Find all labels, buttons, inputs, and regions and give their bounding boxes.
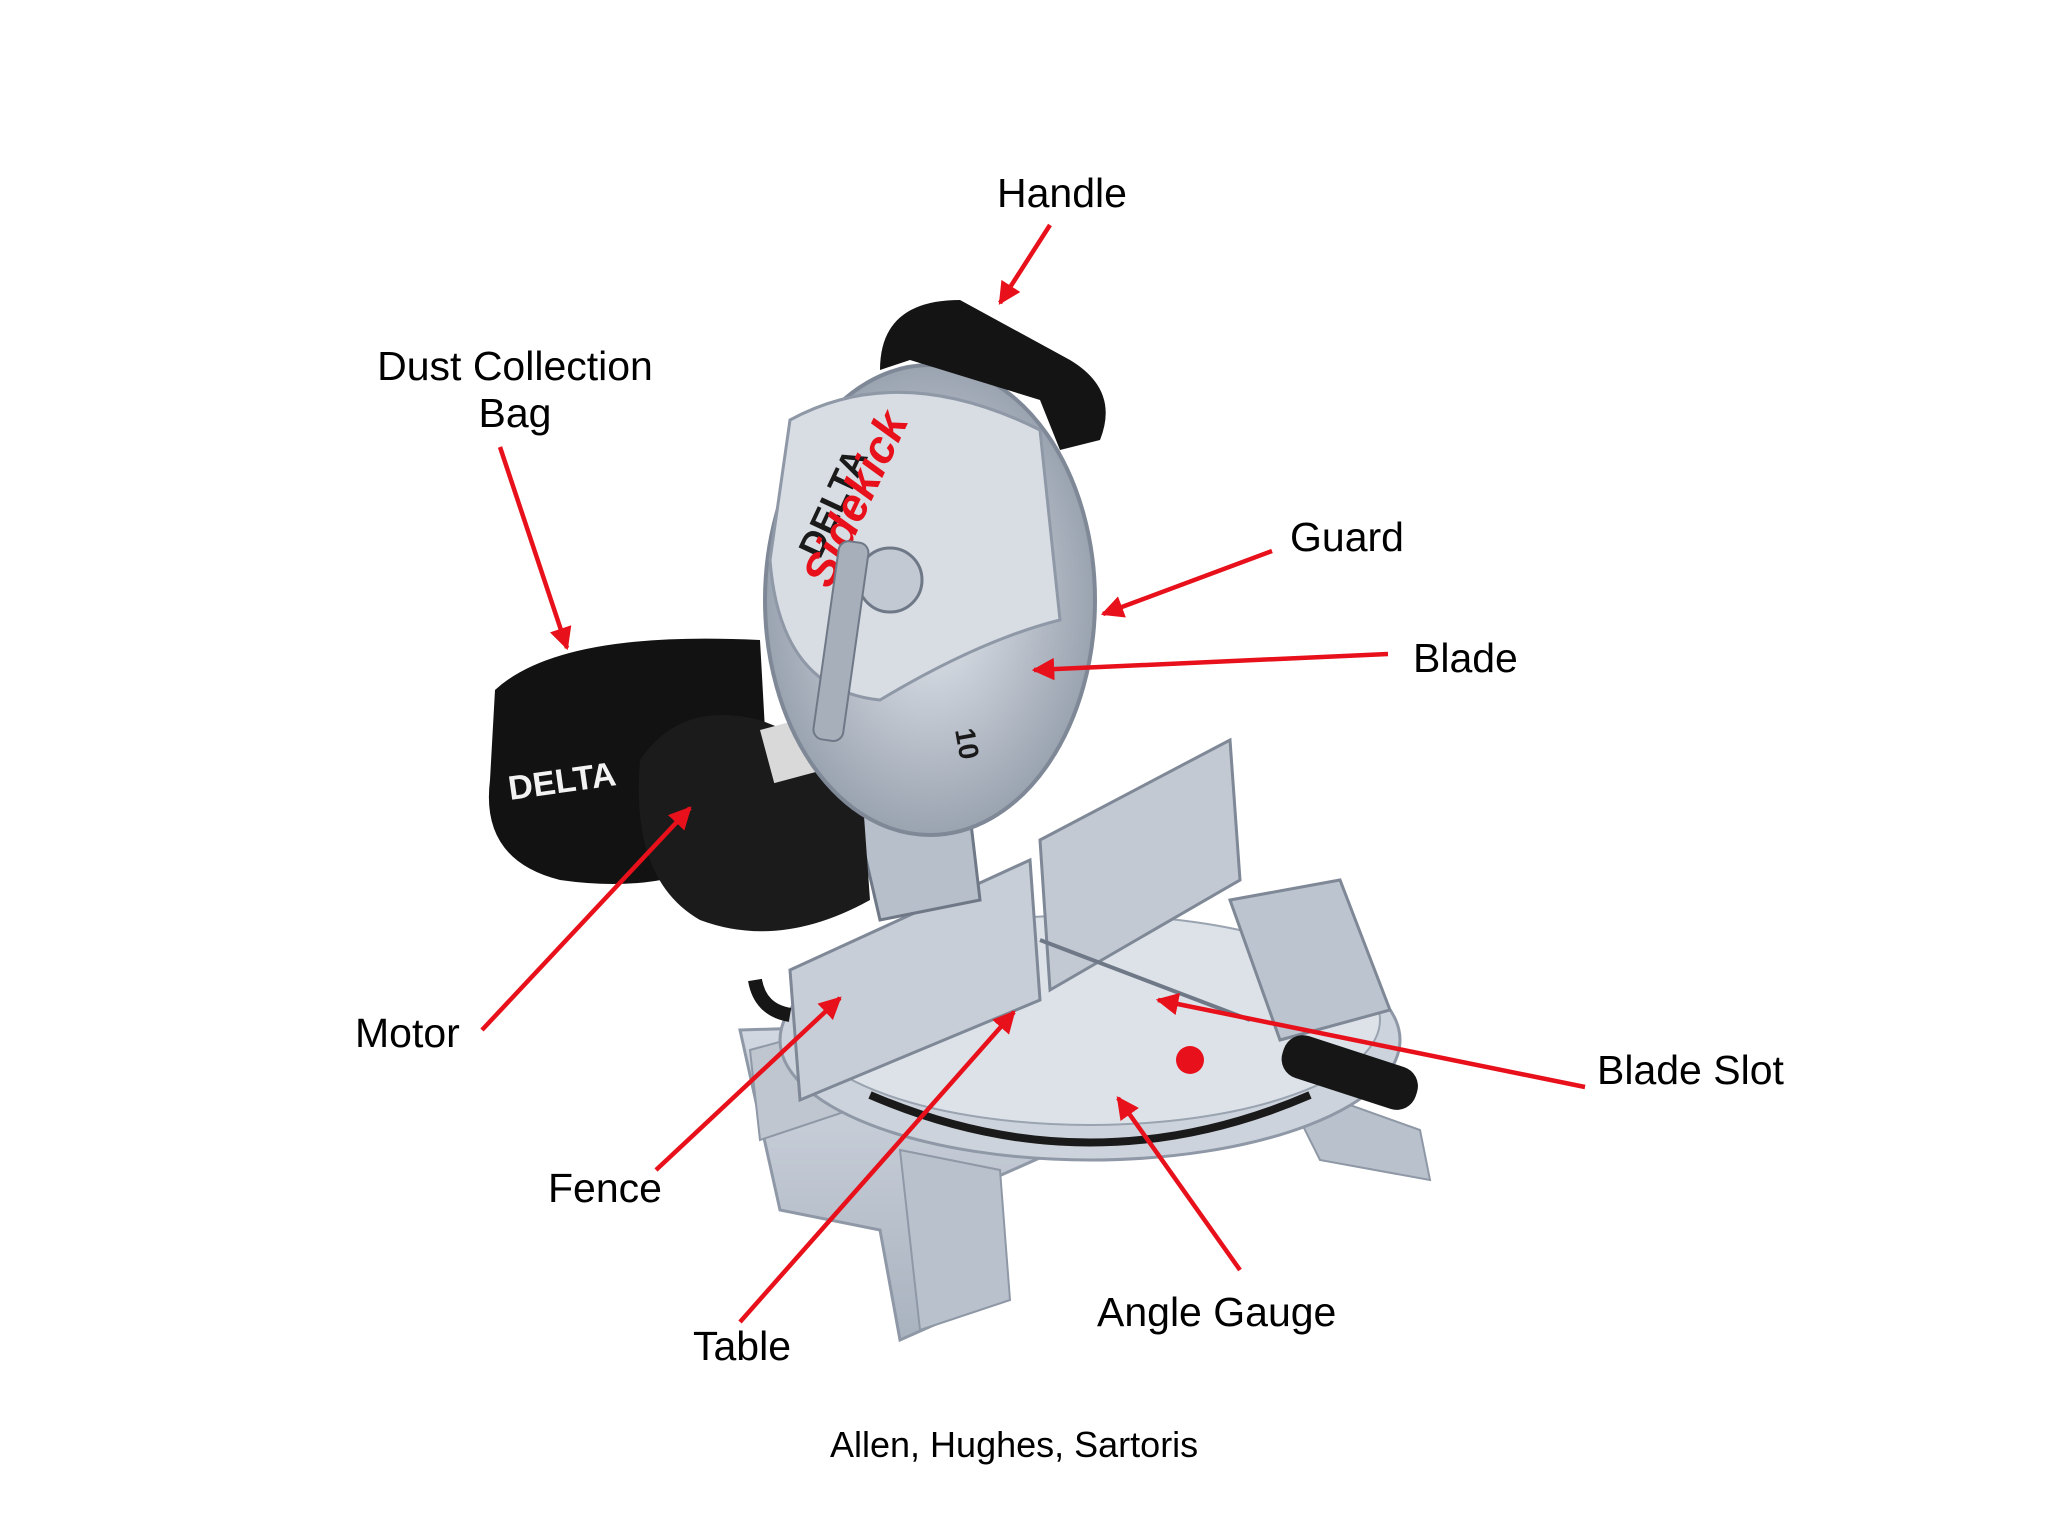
label-guard: Guard (1290, 514, 1404, 560)
label-blade-slot: Blade Slot (1597, 1047, 1784, 1093)
label-handle: Handle (997, 170, 1127, 216)
callout-arrows (480, 223, 1586, 1324)
label-dust-bag-line1: Dust Collection (377, 343, 653, 389)
label-dust-collection-bag: Dust Collection Bag (365, 343, 665, 437)
label-fence: Fence (548, 1165, 662, 1211)
arrow-guard (1100, 548, 1273, 618)
arrow-table (738, 1010, 1016, 1324)
label-blade: Blade (1413, 635, 1518, 681)
label-motor: Motor (355, 1010, 460, 1056)
arrow-blade-slot (1155, 993, 1586, 1090)
saw-fence (788, 737, 1242, 1103)
arrow-handle (998, 223, 1052, 305)
blade-slot (1039, 938, 1251, 1022)
blade-size-text: 10 (949, 726, 985, 762)
label-table: Table (693, 1323, 792, 1369)
arrow-angle-gauge (1116, 1096, 1242, 1272)
arrow-fence (654, 996, 842, 1172)
arrow-blade (1031, 651, 1389, 681)
arrow-dust-bag (497, 446, 572, 651)
miter-lock-knob (748, 978, 792, 1022)
credit-text: Allen, Hughes, Sartoris (830, 1424, 1199, 1465)
label-dust-bag-line2: Bag (478, 390, 552, 437)
saw-clamp (1176, 878, 1418, 1110)
label-angle-gauge: Angle Gauge (1097, 1289, 1337, 1335)
saw-blade-assembly: DELTA Sidekick 10 (763, 363, 1097, 837)
arrow-motor (480, 806, 692, 1032)
saw-handle (880, 300, 1106, 450)
